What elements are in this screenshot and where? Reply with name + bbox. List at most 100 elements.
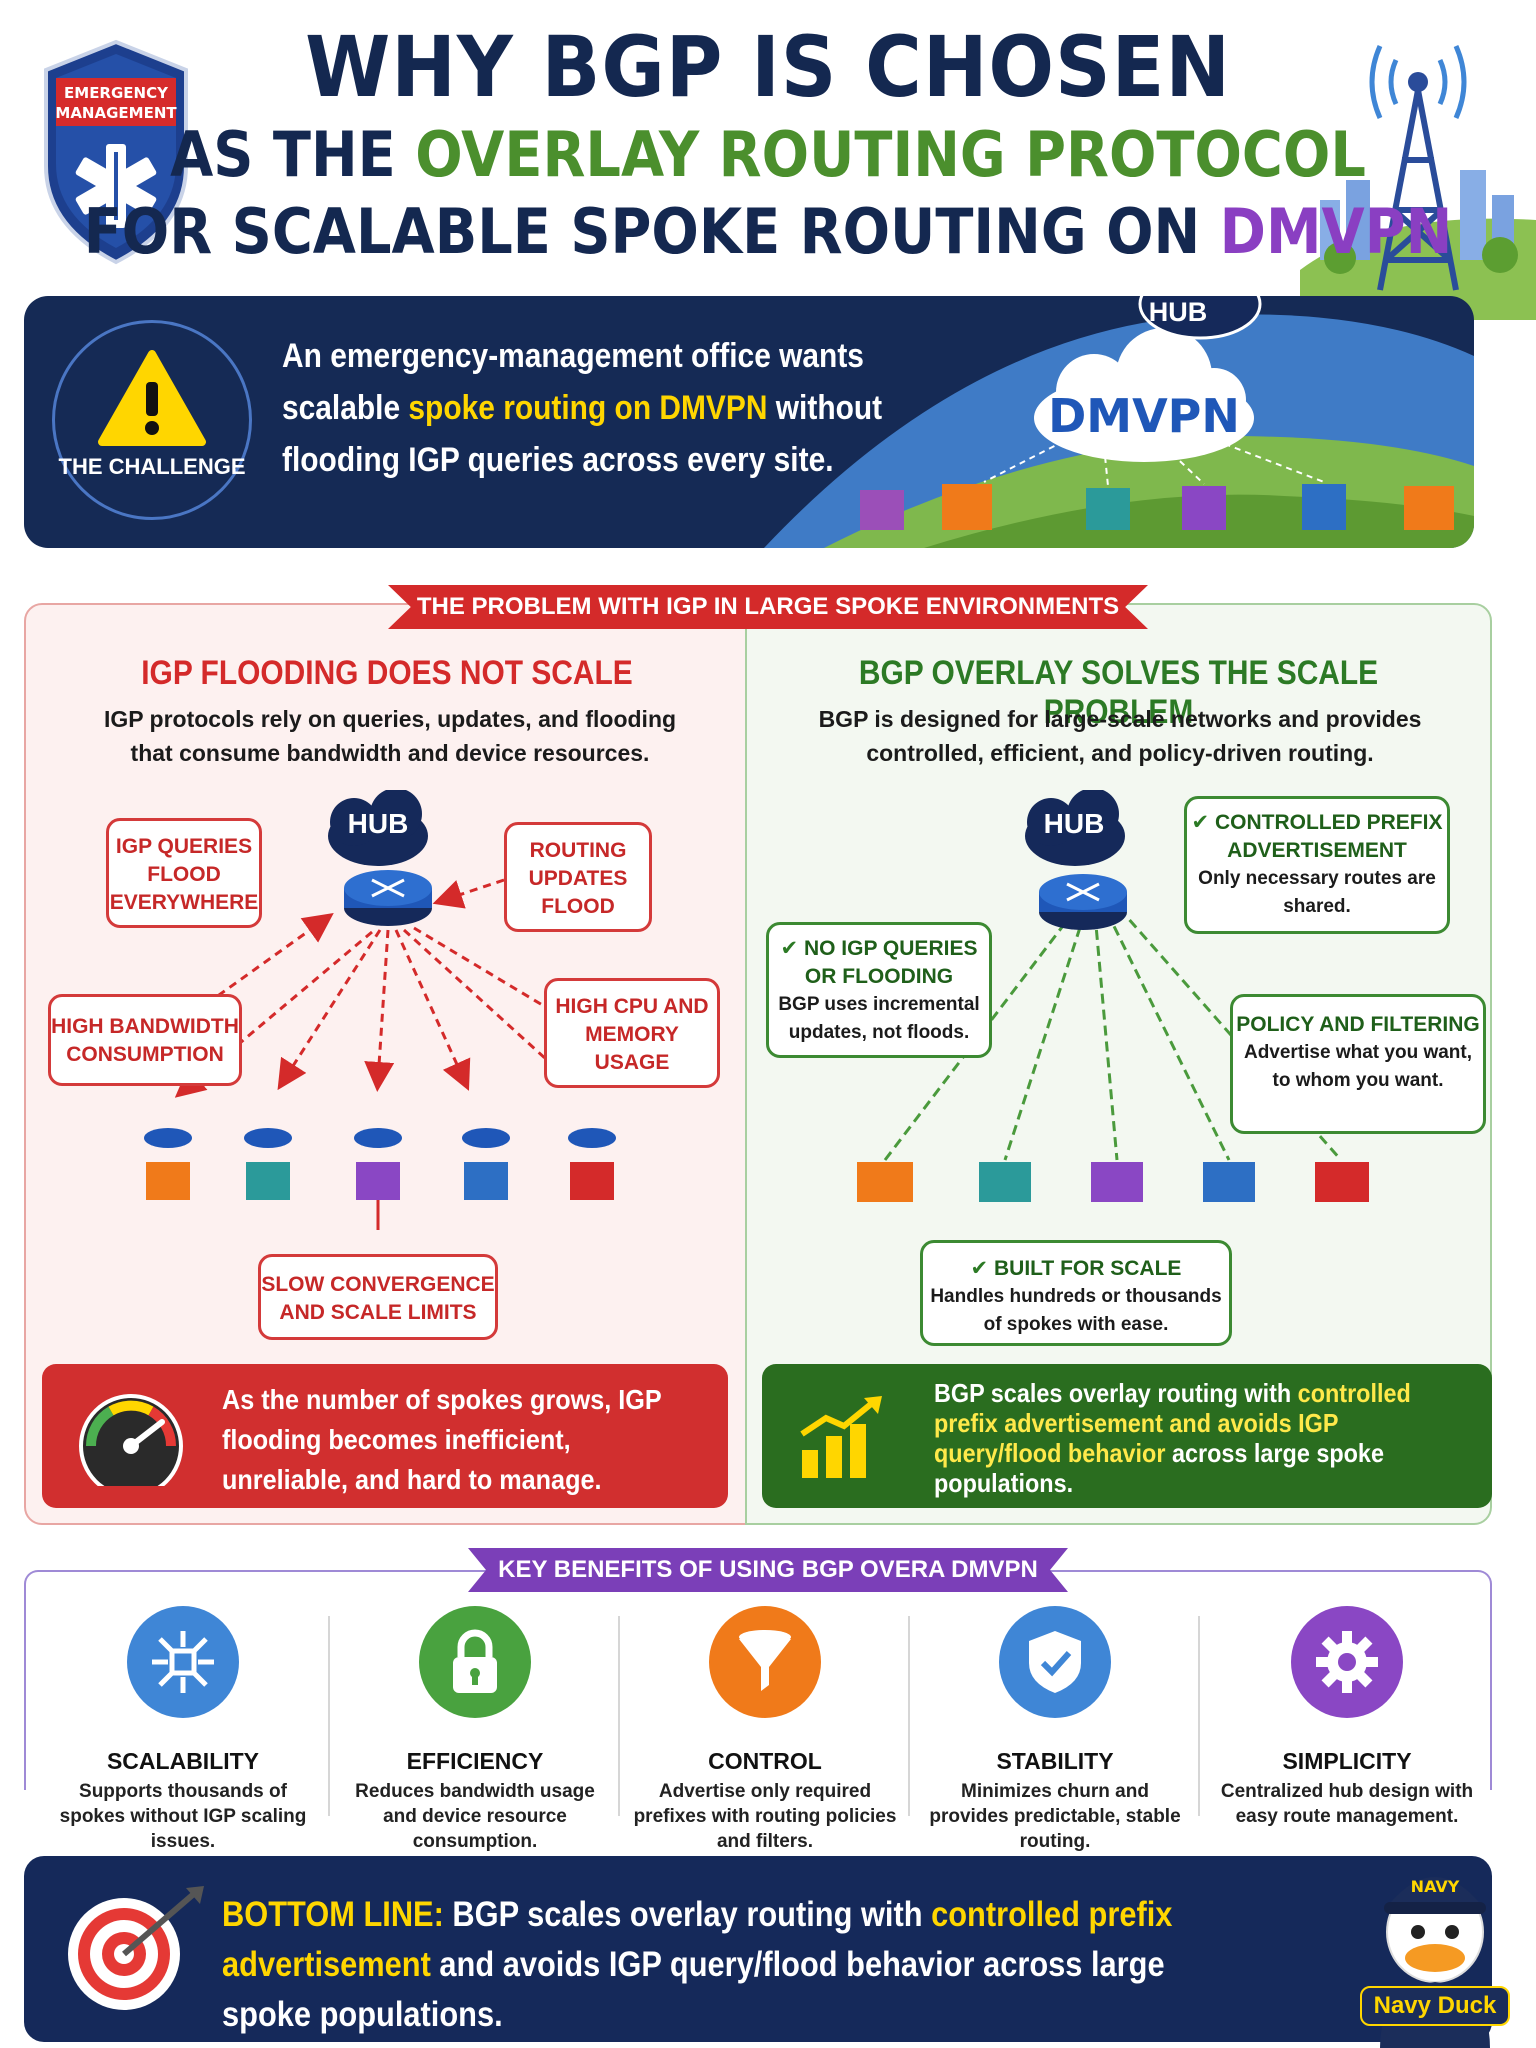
- callout-built-for-scale: ✔ BUILT FOR SCALE Handles hundreds or th…: [920, 1240, 1232, 1346]
- benefit-divider: [908, 1616, 910, 1816]
- growth-chart-icon: [800, 1396, 882, 1478]
- callout-controlled-prefix: ✔ CONTROLLED PREFIX ADVERTISEMENT Only n…: [1184, 796, 1450, 934]
- bgp-spoke-buildings: [857, 1162, 1369, 1202]
- dmvpn-landscape: DMVPN: [764, 296, 1474, 548]
- duck-cap-text: NAVY: [1411, 1877, 1460, 1896]
- bottom-line-highlight: controlled prefix advertisement: [222, 1895, 1173, 1984]
- callout-high-cpu: HIGH CPU AND MEMORY USAGE: [544, 978, 720, 1088]
- dmvpn-cloud: [1034, 328, 1254, 462]
- benefit-divider: [1198, 1616, 1200, 1816]
- benefit-efficiency: EFFICIENCY Reduces bandwidth usage and d…: [340, 1606, 610, 1854]
- benefit-divider: [618, 1616, 620, 1816]
- callout-policy-filtering: POLICY AND FILTERING Advertise what you …: [1230, 994, 1486, 1134]
- warning-icon: [98, 350, 206, 446]
- bottom-line-text-b: and avoids IGP query/flood behavior acro…: [222, 1945, 1165, 2034]
- check-icon: ✔: [970, 1257, 989, 1280]
- badge-line-1: EMERGENCY: [64, 84, 169, 102]
- hub-label: HUB: [1148, 297, 1208, 327]
- benefit-stability: STABILITY Minimizes churn and provides p…: [920, 1606, 1190, 1854]
- challenge-text-a: An emergency-management office wants sca…: [282, 337, 864, 427]
- check-icon: ✔: [780, 937, 799, 960]
- benefit-desc: Reduces bandwidth usage and device resou…: [355, 1781, 595, 1852]
- igp-hub-router-icon: [344, 870, 432, 926]
- igp-subtext: IGP protocols rely on queries, updates, …: [103, 706, 677, 766]
- callout-igp-queries: IGP QUERIES FLOOD EVERYWHERE: [106, 818, 262, 928]
- radio-tower-illustration: [1300, 44, 1536, 320]
- benefit-scalability: SCALABILITY Supports thousands of spokes…: [48, 1606, 318, 1854]
- callout-scale-body: Handles hundreds or thousands of spokes …: [930, 1286, 1222, 1335]
- network-scale-icon: [127, 1606, 239, 1718]
- igp-hub-cloud: [328, 790, 428, 866]
- speedometer-icon: [79, 1394, 183, 1486]
- page-title: WHY BGP IS CHOSEN: [305, 18, 1231, 116]
- title-line-3-highlight: DMVPN: [1219, 195, 1453, 268]
- bottom-line-banner: BOTTOM LINE: BGP scales overlay routing …: [24, 1856, 1492, 2042]
- igp-summary-text: As the number of spokes grows, IGP flood…: [222, 1384, 662, 1495]
- benefit-title: STABILITY: [996, 1748, 1114, 1774]
- page-title-line-2: AS THE OVERLAY ROUTING PROTOCOL: [77, 118, 1459, 191]
- benefit-title: CONTROL: [708, 1748, 822, 1774]
- challenge-text-b: without flooding IGP queries across ever…: [282, 389, 883, 479]
- signal-waves-icon: [1369, 44, 1467, 120]
- benefit-control: CONTROL Advertise only required prefixes…: [630, 1606, 900, 1854]
- title-line-3-text: FOR SCALABLE SPOKE ROUTING ON: [83, 195, 1220, 268]
- benefits-ribbon: KEY BENEFITS OF USING BGP OVERA DMVPN: [468, 1548, 1068, 1592]
- lock-icon: [419, 1606, 531, 1718]
- callout-policy-body: Advertise what you want, to whom you wan…: [1243, 1042, 1473, 1091]
- callout-high-bandwidth: HIGH BANDWIDTH CONSUMPTION: [48, 994, 242, 1086]
- callout-controlled-prefix-body: Only necessary routes are shared.: [1198, 868, 1436, 917]
- bottom-line-text-a: BGP scales overlay routing with: [443, 1895, 932, 1934]
- emergency-management-badge: EMERGENCY MANAGEMENT: [44, 39, 188, 265]
- callout-no-igp-queries: ✔ NO IGP QUERIES OR FLOODING BGP uses in…: [766, 922, 992, 1058]
- callout-slow-convergence: SLOW CONVERGENCE AND SCALE LIMITS: [258, 1254, 498, 1340]
- challenge-ring: [52, 320, 252, 520]
- callout-scale-title: BUILT FOR SCALE: [994, 1257, 1182, 1280]
- gear-icon: [1291, 1606, 1403, 1718]
- callout-policy-title: POLICY AND FILTERING: [1236, 1013, 1480, 1036]
- bgp-summary-a: BGP scales overlay routing with: [934, 1378, 1298, 1408]
- buildings-row: [860, 484, 1454, 530]
- shield-check-icon: [999, 1606, 1111, 1718]
- igp-spoke-routers: [144, 1128, 616, 1148]
- problem-ribbon: THE PROBLEM WITH IGP IN LARGE SPOKE ENVI…: [388, 585, 1148, 629]
- challenge-label: THE CHALLENGE: [58, 454, 246, 479]
- hub-cloud: [1138, 296, 1262, 340]
- bgp-summary-box: BGP scales overlay routing with controll…: [762, 1364, 1492, 1508]
- dmvpn-cloud-label: DMVPN: [1048, 389, 1240, 443]
- challenge-text-highlight: spoke routing on DMVPN: [408, 389, 768, 427]
- challenge-text: An emergency-management office wants sca…: [282, 330, 916, 486]
- benefit-title: SCALABILITY: [106, 1748, 260, 1774]
- bottom-line-label: BOTTOM LINE:: [222, 1895, 444, 1934]
- bgp-hub-cloud: [1025, 790, 1125, 866]
- igp-flooding-diagram: [144, 790, 616, 1230]
- igp-summary-box: As the number of spokes grows, IGP flood…: [42, 1364, 728, 1508]
- bgp-hub-label: HUB: [1043, 808, 1105, 839]
- callout-no-igp-title: NO IGP QUERIES OR FLOODING: [803, 937, 978, 988]
- benefit-desc: Supports thousands of spokes without IGP…: [59, 1781, 307, 1852]
- benefit-divider: [328, 1616, 330, 1816]
- bgp-hub-router-icon: [1039, 874, 1127, 930]
- page-title-line-3: FOR SCALABLE SPOKE ROUTING ON DMVPN: [77, 195, 1459, 268]
- bgp-heading: BGP OVERLAY SOLVES THE SCALE PROBLEM: [858, 654, 1379, 731]
- igp-spoke-buildings: [146, 1162, 614, 1200]
- title-line-2-text: AS THE: [170, 118, 416, 191]
- callout-no-igp-body: BGP uses incremental updates, not floods…: [778, 994, 980, 1043]
- challenge-banner: THE CHALLENGE An emergency-management of…: [24, 296, 1474, 548]
- igp-heading: IGP FLOODING DOES NOT SCALE: [141, 654, 633, 692]
- title-line-2-highlight: OVERLAY ROUTING PROTOCOL: [415, 118, 1366, 191]
- callout-routing-updates: ROUTING UPDATES FLOOD: [504, 822, 652, 932]
- mascot-name: Navy Duck: [1360, 1986, 1510, 2026]
- target-icon: [68, 1886, 204, 2010]
- check-icon: ✔: [1191, 811, 1210, 834]
- star-of-life-icon: [75, 144, 157, 228]
- filter-icon: [709, 1606, 821, 1718]
- benefit-desc: Minimizes churn and provides predictable…: [929, 1781, 1181, 1852]
- bgp-summary-text: BGP scales overlay routing with controll…: [934, 1378, 1420, 1498]
- benefit-title: SIMPLICITY: [1282, 1748, 1412, 1774]
- benefit-desc: Advertise only required prefixes with ro…: [633, 1781, 897, 1852]
- bgp-summary-b: across large spoke populations.: [934, 1438, 1384, 1498]
- benefit-desc: Centralized hub design with easy route m…: [1220, 1781, 1474, 1827]
- bgp-subtext: BGP is designed for large-scale networks…: [818, 706, 1422, 766]
- benefit-simplicity: SIMPLICITY Centralized hub design with e…: [1212, 1606, 1482, 1829]
- benefit-title: EFFICIENCY: [406, 1748, 544, 1774]
